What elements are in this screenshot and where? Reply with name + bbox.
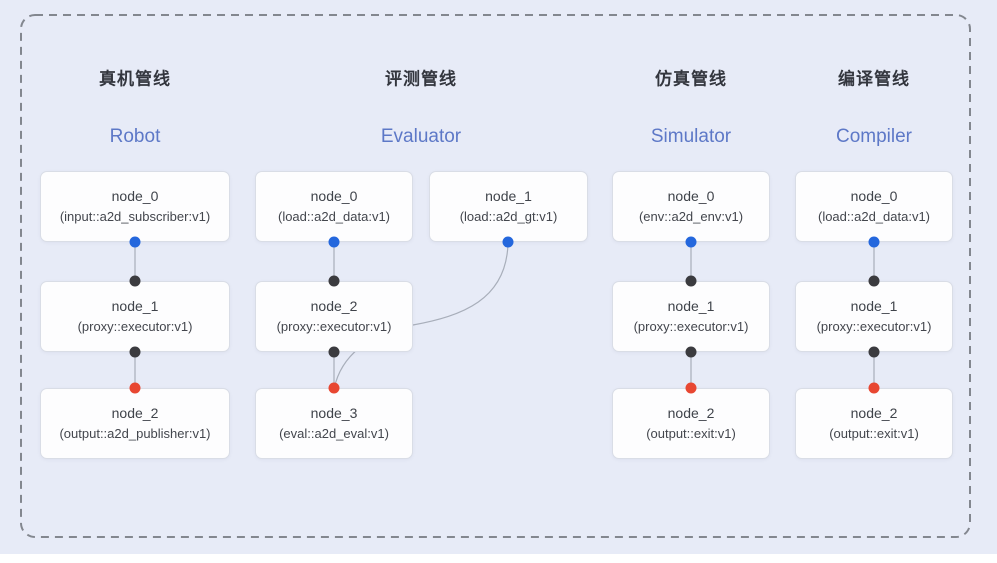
port-dot-blue <box>868 236 880 248</box>
port-dot-black <box>868 346 880 358</box>
port-dot-black <box>328 275 340 287</box>
port-dot-black <box>868 275 880 287</box>
port-dot-blue <box>328 236 340 248</box>
port-dot-blue <box>502 236 514 248</box>
port-dot-blue <box>685 236 697 248</box>
port-dot-black <box>129 275 141 287</box>
port-dot-black <box>129 346 141 358</box>
bottom-white-strip <box>0 554 997 563</box>
port-dot-red <box>328 382 340 394</box>
port-dot-blue <box>129 236 141 248</box>
port-dot-black <box>685 275 697 287</box>
port-dot-red <box>129 382 141 394</box>
port-dot-red <box>685 382 697 394</box>
port-dot-black <box>328 346 340 358</box>
port-dot-red <box>868 382 880 394</box>
port-dot-black <box>685 346 697 358</box>
